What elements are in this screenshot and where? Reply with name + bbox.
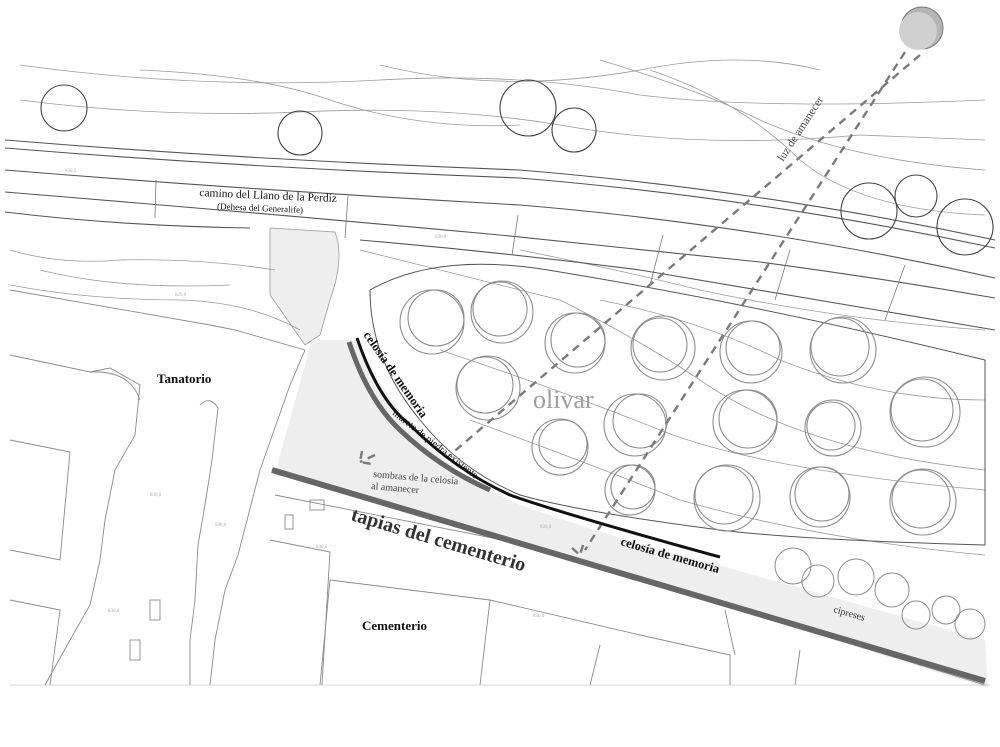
road-name-label: camino del Llano de la Perdiz [199,187,337,205]
svg-text:830,0: 830,0 [435,235,447,240]
camino-road [4,139,996,331]
sunrise-light-rays [358,51,921,556]
svg-text:830,0: 830,0 [65,169,77,174]
svg-text:829,0: 829,0 [175,293,187,298]
stone-low-wall [346,341,492,493]
sun-icon [899,6,944,50]
svg-text:830,0: 830,0 [316,545,328,550]
olivar-label: olivar [533,385,594,414]
plan-labels: camino del Llano de la Perdiz (Dehesa de… [157,94,866,633]
svg-text:830,0: 830,0 [150,493,162,498]
tanatorio-label: Tanatorio [157,371,211,386]
contour-lines [9,59,986,556]
road-subname-label: (Dehesa del Generalife) [217,201,303,215]
svg-text:830,0: 830,0 [108,609,120,614]
olive-trees [399,280,961,536]
svg-text:830,0: 830,0 [215,523,227,528]
roadside-trees [40,79,994,256]
svg-text:830,0: 830,0 [533,614,545,619]
svg-text:830,0: 830,0 [540,525,552,530]
sombras-label-line2: al amanecer [371,481,420,496]
memory-lattice [355,337,721,559]
luz-label: luz de amanecer [775,94,826,163]
elevation-markers: 830,0 830,0 829,0 830,0 830,0 830,0 830,… [65,169,552,619]
olivar-boundary [369,263,986,546]
paved-plaza [269,227,988,688]
cementerio-label: Cementerio [362,618,427,633]
cemetery-wall [271,467,986,684]
cypress-trees [774,547,986,640]
